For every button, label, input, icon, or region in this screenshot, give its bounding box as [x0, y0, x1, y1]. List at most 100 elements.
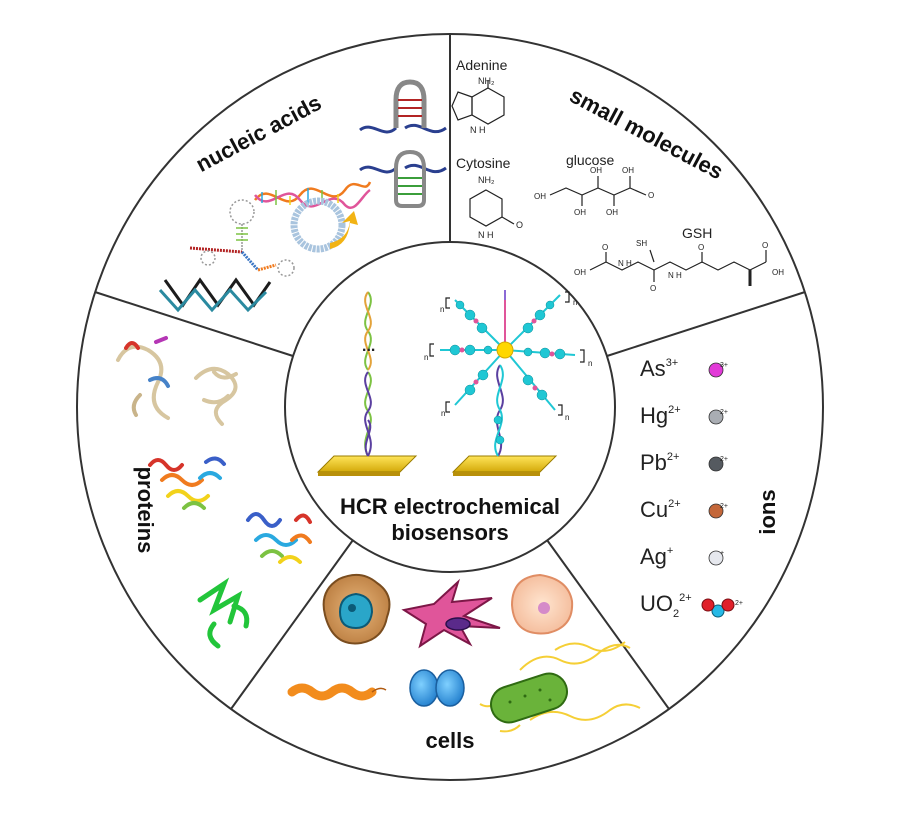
ion-label: As3+ [640, 356, 678, 381]
tumor-cell-icon [322, 573, 391, 645]
svg-text:n: n [424, 353, 428, 362]
electrode-right [451, 455, 558, 473]
adenine-structure-icon [451, 80, 505, 125]
outer-ring [76, 33, 824, 781]
protein-ribbon-icon-3 [148, 456, 226, 510]
hairpin-probe-icon [359, 79, 447, 134]
cytosine-structure-icon [469, 189, 515, 227]
ion-dot-label: 3+ [720, 362, 728, 369]
segment-proteins: proteins [116, 336, 312, 649]
segment-cells: cells [287, 573, 641, 753]
ion-dot-label: 2+ [735, 600, 743, 607]
protein-ribbon-icon-4 [246, 512, 312, 564]
ion-row: Pb2+ 2+ [640, 450, 728, 475]
dna-double-helix-icon [254, 181, 372, 209]
svg-text:n: n [441, 409, 445, 418]
svg-text:OH: OH [606, 208, 618, 217]
uranyl-oxygen-dot [721, 598, 735, 612]
ion-row: Ag+ + [640, 544, 724, 569]
segment-title-ions: ions [755, 489, 780, 534]
uranyl-oxygen-dot [701, 598, 715, 612]
svg-text:n: n [588, 359, 592, 368]
branch-pink-marks [459, 318, 555, 391]
round-cell-icon [510, 573, 574, 635]
svg-text:NH₂: NH₂ [478, 175, 495, 185]
glucose-structure-icon [549, 176, 647, 206]
ion-label: Hg2+ [640, 403, 681, 428]
svg-text:OH: OH [574, 208, 586, 217]
segment-dividers [94, 34, 806, 710]
divider-lower-right [546, 539, 670, 710]
ion-row: UO22+ 2+ [640, 591, 743, 620]
ion-row: Hg2+ 2+ [640, 403, 728, 428]
svg-text:n: n [440, 305, 444, 314]
flagellated-bacterium-icon [479, 641, 641, 733]
svg-text:OH: OH [622, 166, 634, 175]
divider-lower-left [230, 539, 354, 710]
repeat-n-labels: n n n n n n [424, 298, 592, 422]
segment-title-proteins: proteins [133, 467, 158, 554]
center-title-line1: HCR electrochemical [340, 494, 560, 519]
ion-list: As3+ 3+ Hg2+ 2+ Pb2+ 2+ Cu2+ 2+ Ag+ + UO22+ 2+ [640, 356, 743, 620]
center-hcr-illustration: ... [316, 290, 592, 545]
adenine-label: Adenine [456, 57, 508, 73]
rolling-circle-dna-icon [290, 197, 358, 253]
ion-row: As3+ 3+ [640, 356, 728, 381]
fibroblast-cell-icon [401, 578, 501, 649]
divider-upper-left [94, 291, 294, 357]
ion-dot [708, 503, 724, 519]
protein-ribbon-icon-2 [194, 366, 238, 426]
ion-label: Ag+ [640, 544, 673, 569]
ion-dot [708, 456, 724, 472]
ion-dot-label: 2+ [720, 503, 728, 510]
svg-text:SH: SH [636, 239, 647, 248]
ion-label: UO22+ [640, 591, 692, 620]
svg-text:O: O [762, 241, 768, 250]
cytosine-label: Cytosine [456, 155, 511, 171]
svg-text:n: n [565, 413, 569, 422]
electrode-left [316, 455, 418, 473]
center-title-line2: biosensors [391, 520, 508, 545]
hairpin-probe-icon-2 [359, 149, 447, 208]
svg-text:OH: OH [574, 268, 586, 277]
glucose-label: glucose [566, 152, 614, 168]
segment-ions: ions As3+ 3+ Hg2+ 2+ Pb2+ 2+ Cu2+ 2+ Ag+ + UO22+ 2+ [640, 356, 780, 620]
dna-continuation-dots: ... [362, 338, 375, 355]
svg-text:O: O [516, 220, 523, 230]
ion-label: Pb2+ [640, 450, 679, 475]
svg-text:O: O [602, 243, 608, 252]
svg-text:n: n [573, 298, 577, 307]
spirillum-bacterium-icon [287, 683, 387, 701]
ion-dot [708, 409, 724, 425]
svg-text:N H: N H [470, 125, 486, 135]
gsh-label: GSH [682, 225, 712, 241]
ion-dot-label: 2+ [720, 409, 728, 416]
dna-triplex-helix-icon [158, 277, 272, 313]
ion-dot [708, 362, 724, 378]
divider-upper-right [606, 291, 806, 357]
svg-text:OH: OH [772, 268, 784, 277]
aptamer-secondary-structure-icon [189, 199, 295, 277]
ion-row: Cu2+ 2+ [640, 497, 728, 522]
svg-text:O: O [648, 191, 654, 200]
gold-nanoparticle-core [496, 341, 514, 359]
svg-text:OH: OH [534, 192, 546, 201]
svg-text:O: O [698, 243, 704, 252]
diplococcus-icon [409, 669, 465, 707]
repeat-brackets [429, 291, 585, 416]
svg-text:O: O [650, 284, 656, 293]
branch-beads [449, 300, 566, 445]
svg-text:N H: N H [478, 230, 494, 240]
uranyl-uranium-dot [711, 604, 725, 618]
ion-label: Cu2+ [640, 497, 681, 522]
svg-text:N H: N H [618, 259, 632, 268]
ion-dot-label: + [720, 550, 724, 557]
protein-ribbon-icon-1 [116, 336, 170, 420]
segment-title-cells: cells [426, 728, 475, 753]
gsh-structure-icon [589, 249, 767, 286]
ion-dot-label: 2+ [720, 456, 728, 463]
linear-dna-strand [364, 291, 372, 457]
ion-dot [708, 550, 724, 566]
svg-text:NH₂: NH₂ [478, 76, 495, 86]
